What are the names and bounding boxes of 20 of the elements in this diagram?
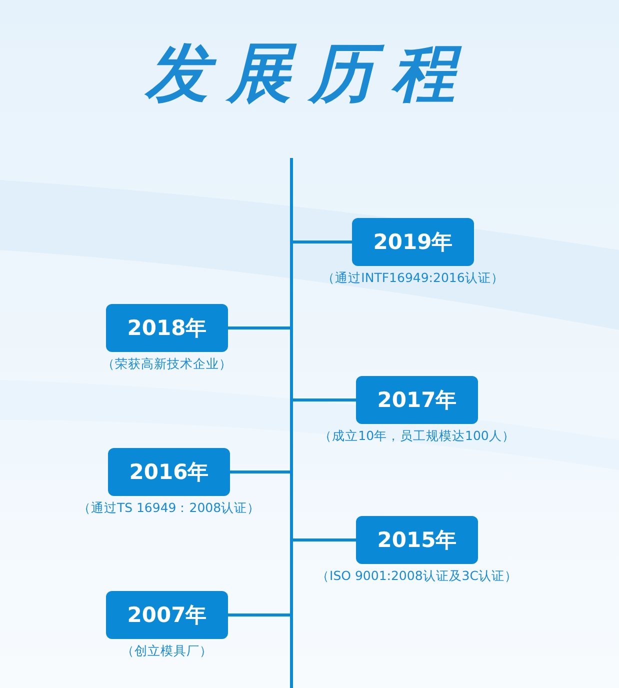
year-box: 2019年	[352, 218, 474, 266]
connector-line	[293, 538, 356, 542]
caption-text: （成立10年，员工规模达100人）	[319, 428, 515, 445]
caption-text: （通过TS 16949：2008认证）	[78, 500, 260, 517]
caption-text: （创立模具厂）	[122, 643, 212, 660]
caption-text: （荣获高新技术企业）	[102, 356, 232, 373]
connector-line	[293, 240, 352, 244]
title-text: 发展历程	[144, 35, 474, 113]
timeline-bar	[290, 158, 293, 688]
year-box: 2007年	[106, 591, 228, 639]
year-box: 2015年	[356, 516, 478, 564]
year-box: 2017年	[356, 376, 478, 424]
connector-line	[228, 614, 290, 616]
year-box: 2016年	[108, 448, 230, 496]
caption-text: （通过INTF16949:2016认证）	[322, 270, 504, 287]
connector-line	[230, 470, 290, 474]
connector-line	[293, 398, 356, 402]
caption-text: （ISO 9001:2008认证及3C认证）	[316, 568, 518, 585]
connector-line	[228, 326, 290, 330]
year-box: 2018年	[106, 304, 228, 352]
